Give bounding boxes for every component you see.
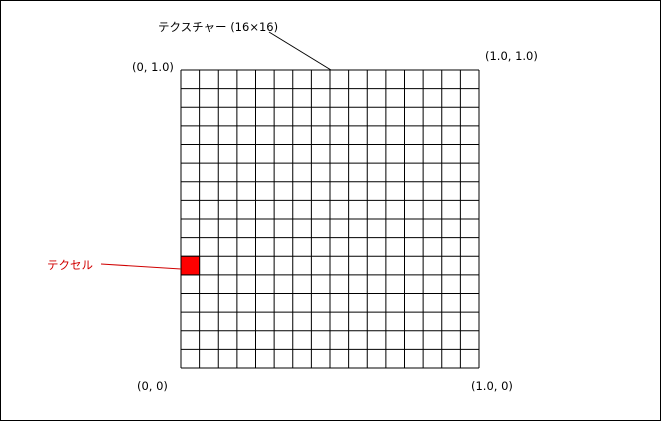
- corner-label-bottom-right: (1.0, 0): [471, 379, 513, 393]
- highlighted-texel: [180, 255, 201, 276]
- corner-label-bottom-left: (0, 0): [137, 379, 168, 393]
- texture-grid: [180, 69, 480, 369]
- texture-label-leader-line: [268, 31, 332, 71]
- corner-label-top-left: (0, 1.0): [132, 60, 174, 74]
- texel-label: テクセル: [47, 258, 93, 272]
- texture-label: テクスチャー (16×16): [158, 20, 278, 34]
- corner-label-top-right: (1.0, 1.0): [485, 49, 538, 63]
- texel-label-leader-line: [100, 263, 182, 270]
